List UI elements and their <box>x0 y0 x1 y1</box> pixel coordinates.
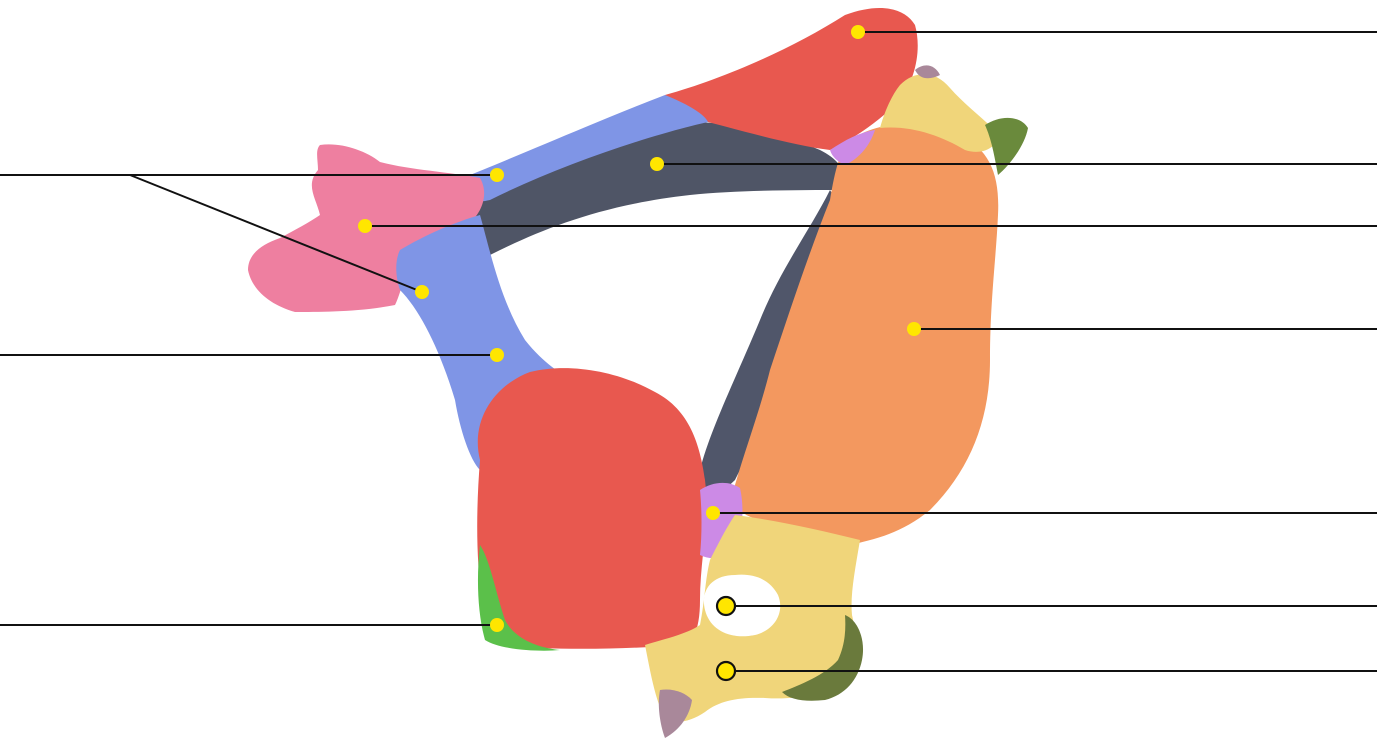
marker-dot <box>851 25 865 39</box>
inferior-mauve-tip <box>659 689 692 738</box>
marker-ring <box>717 662 735 680</box>
marker-dot <box>415 285 429 299</box>
marker-dot <box>358 219 372 233</box>
marker-dot <box>490 618 504 632</box>
marker-dot <box>907 322 921 336</box>
bone-model <box>248 8 1028 738</box>
marker-dot <box>650 157 664 171</box>
marker-ring <box>717 597 735 615</box>
body-red-region <box>477 368 706 649</box>
marker-dot <box>706 506 720 520</box>
marker-dot <box>490 348 504 362</box>
marker-dot <box>490 168 504 182</box>
